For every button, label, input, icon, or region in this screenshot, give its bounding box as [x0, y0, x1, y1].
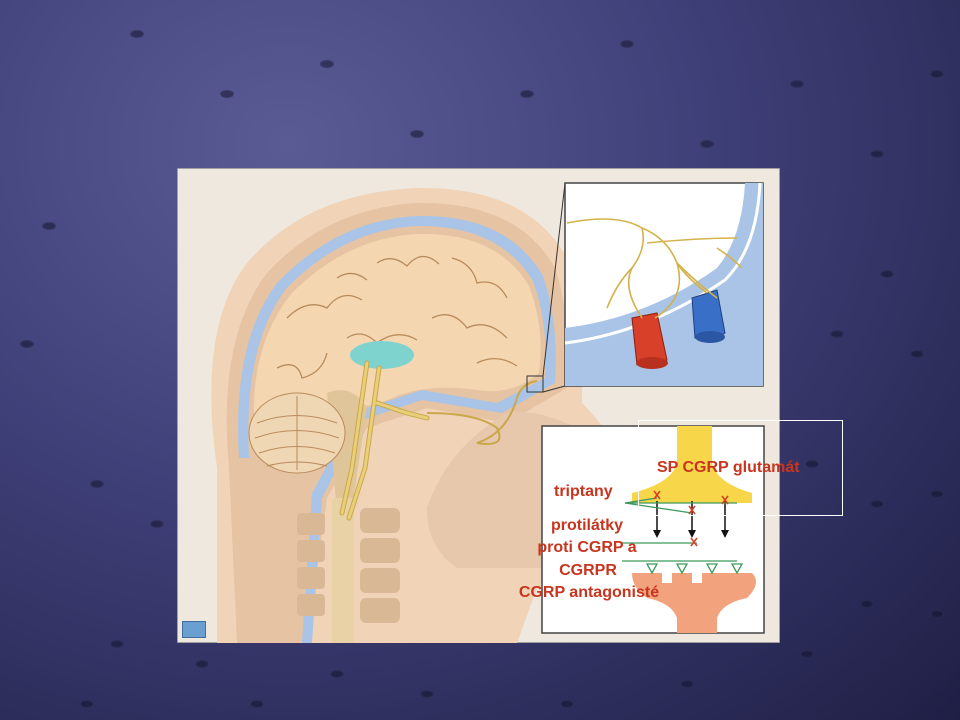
- antibodies-label-line2: proti CGRP a: [537, 539, 637, 556]
- triptans-label: triptany: [554, 483, 613, 500]
- antibodies-label-line1: protilátky: [550, 517, 624, 534]
- anatomy-illustration: [176, 167, 781, 644]
- antibodies-label-line3: CGRPR: [559, 562, 617, 579]
- antagonists-label: CGRP antagonisté: [518, 584, 660, 601]
- neurotransmitters-label: SP CGRP glutamát: [657, 459, 800, 476]
- migraine-pathway-figure: [176, 167, 781, 644]
- label-highlight-box: [638, 420, 843, 516]
- grid-logo-icon: [182, 621, 206, 638]
